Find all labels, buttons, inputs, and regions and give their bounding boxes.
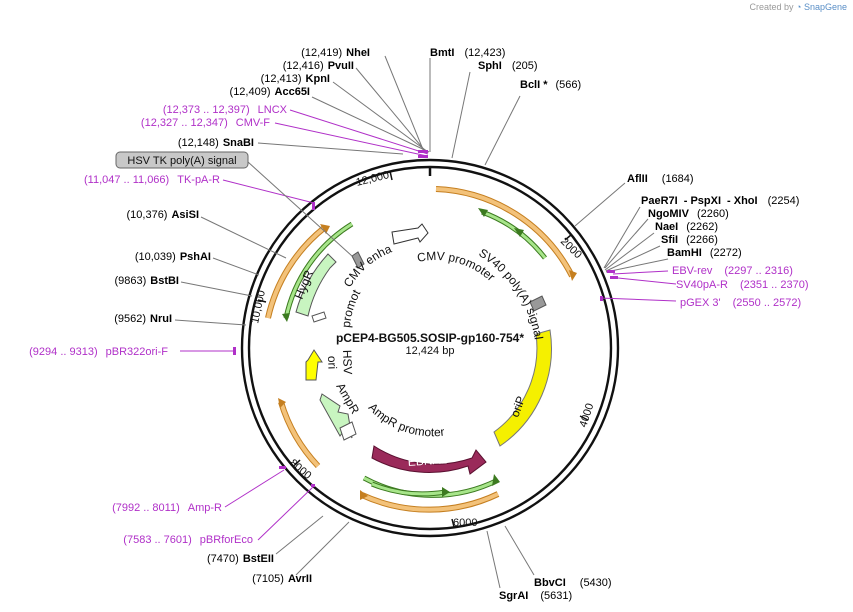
site-label: (7105)AvrII (252, 573, 312, 585)
ori-label: ori (325, 356, 339, 370)
orip-feature (493, 329, 552, 447)
site-label: (12,416)PvuII (283, 60, 354, 72)
tick-label: 6000 (453, 517, 477, 529)
primer-label: (7992 .. 8011)Amp-R (112, 502, 222, 514)
site-label: (12,419)NheI (301, 47, 370, 59)
primer-leader-lines (180, 109, 677, 541)
orf-band-top-right (435, 186, 577, 281)
site-label: BclI *(566) (520, 79, 581, 91)
attribution: Created by ◔ SnapGene (749, 2, 847, 12)
attribution-brand: SnapGene (803, 2, 847, 12)
ori-feature (305, 349, 323, 381)
tick-label: 12,000 (355, 169, 391, 189)
promoter-feature (311, 311, 327, 323)
hsv-tk-callout-label: HSV TK poly(A) signal (127, 155, 236, 167)
feature-labels: CMV enhancer CMV promoter SV40 poly(A) s… (0, 0, 546, 469)
primer-label: pGEX 3'(2550 .. 2572) (680, 297, 801, 309)
site-label: BbvCI(5430) (534, 577, 612, 589)
site-label: PaeR7I- PspXI- XhoI(2254) (641, 195, 799, 207)
ampr-feature (319, 393, 357, 441)
site-label: (9562)NruI (114, 313, 172, 325)
primer-label: (12,373 .. 12,397)LNCX (163, 104, 288, 116)
site-label: (12,409)Acc65I (230, 86, 310, 98)
site-label: (10,376)AsiSI (127, 209, 200, 221)
orip-label: oriP (508, 394, 528, 419)
site-label: SfiI(2266) (661, 234, 718, 246)
primer-label: (9294 .. 9313)pBR322ori-F (29, 346, 168, 358)
site-label: (7470)BstEII (207, 553, 274, 565)
primer-label: EBV-rev(2297 .. 2316) (672, 265, 793, 277)
orf-green-left (282, 221, 354, 322)
site-label: NgoMIV(2260) (648, 208, 729, 220)
ticks (257, 166, 589, 528)
plasmid-length: 12,424 bp (406, 345, 455, 357)
site-leader-lines (174, 55, 669, 589)
snapgene-logo-icon: ◔ (796, 2, 802, 12)
site-label: AflII(1684) (627, 173, 694, 185)
primer-label: (12,327 .. 12,347)CMV-F (141, 117, 270, 129)
tick-label: 10,000 (249, 289, 268, 324)
site-label: (9863)BstBI (114, 275, 179, 287)
hygr-feature (295, 253, 337, 317)
primer-label: SV40pA-R(2351 .. 2370) (676, 279, 808, 291)
site-label: SgrAI(5631) (499, 590, 572, 602)
orf-green-top-right (478, 208, 547, 260)
cmv-enhancer-feature (391, 223, 429, 245)
ampr-promoter-label: AmpR promoter (366, 400, 445, 439)
site-label: BamHI(2272) (667, 247, 742, 259)
primer-label: (7583 .. 7601)pBRforEco (123, 534, 253, 546)
orf-green-bottom (362, 474, 500, 498)
primer-marks (233, 150, 618, 487)
ebna1-label: EBNA1 (407, 452, 448, 469)
site-label: (12,148)SnaBI (178, 137, 254, 149)
site-label: (10,039)PshAI (135, 251, 211, 263)
orf-band-left (265, 224, 330, 319)
site-label: (12,413)KpnI (261, 73, 330, 85)
sv40-feature (529, 295, 547, 312)
sv40-label: SV40 poly(A) signal (476, 246, 545, 341)
plasmid-name: pCEP4-BG505.SOSIP-gp160-754* (336, 331, 524, 345)
ebna1-feature (371, 445, 487, 475)
site-label: NaeI(2262) (655, 221, 718, 233)
orf-band-lower-left (278, 398, 321, 469)
primer-label: (11,047 .. 11,066)TK-pA-R (84, 174, 220, 186)
site-label: BmtI(12,423) (430, 47, 505, 59)
primer-labels: (12,373 .. 12,397)LNCX (12,327 .. 12,347… (29, 104, 808, 546)
site-label: SphI(205) (478, 60, 538, 72)
hsv-tk-polya-feature (351, 251, 365, 269)
site-labels: (12,419)NheI (12,416)PvuII (12,413)KpnI … (114, 47, 799, 602)
hsv-label: HSV (340, 350, 355, 375)
hsv-tk-callout: HSV TK poly(A) signal (115, 151, 353, 257)
orf-band-bottom (360, 490, 500, 513)
attribution-prefix: Created by (749, 2, 794, 12)
